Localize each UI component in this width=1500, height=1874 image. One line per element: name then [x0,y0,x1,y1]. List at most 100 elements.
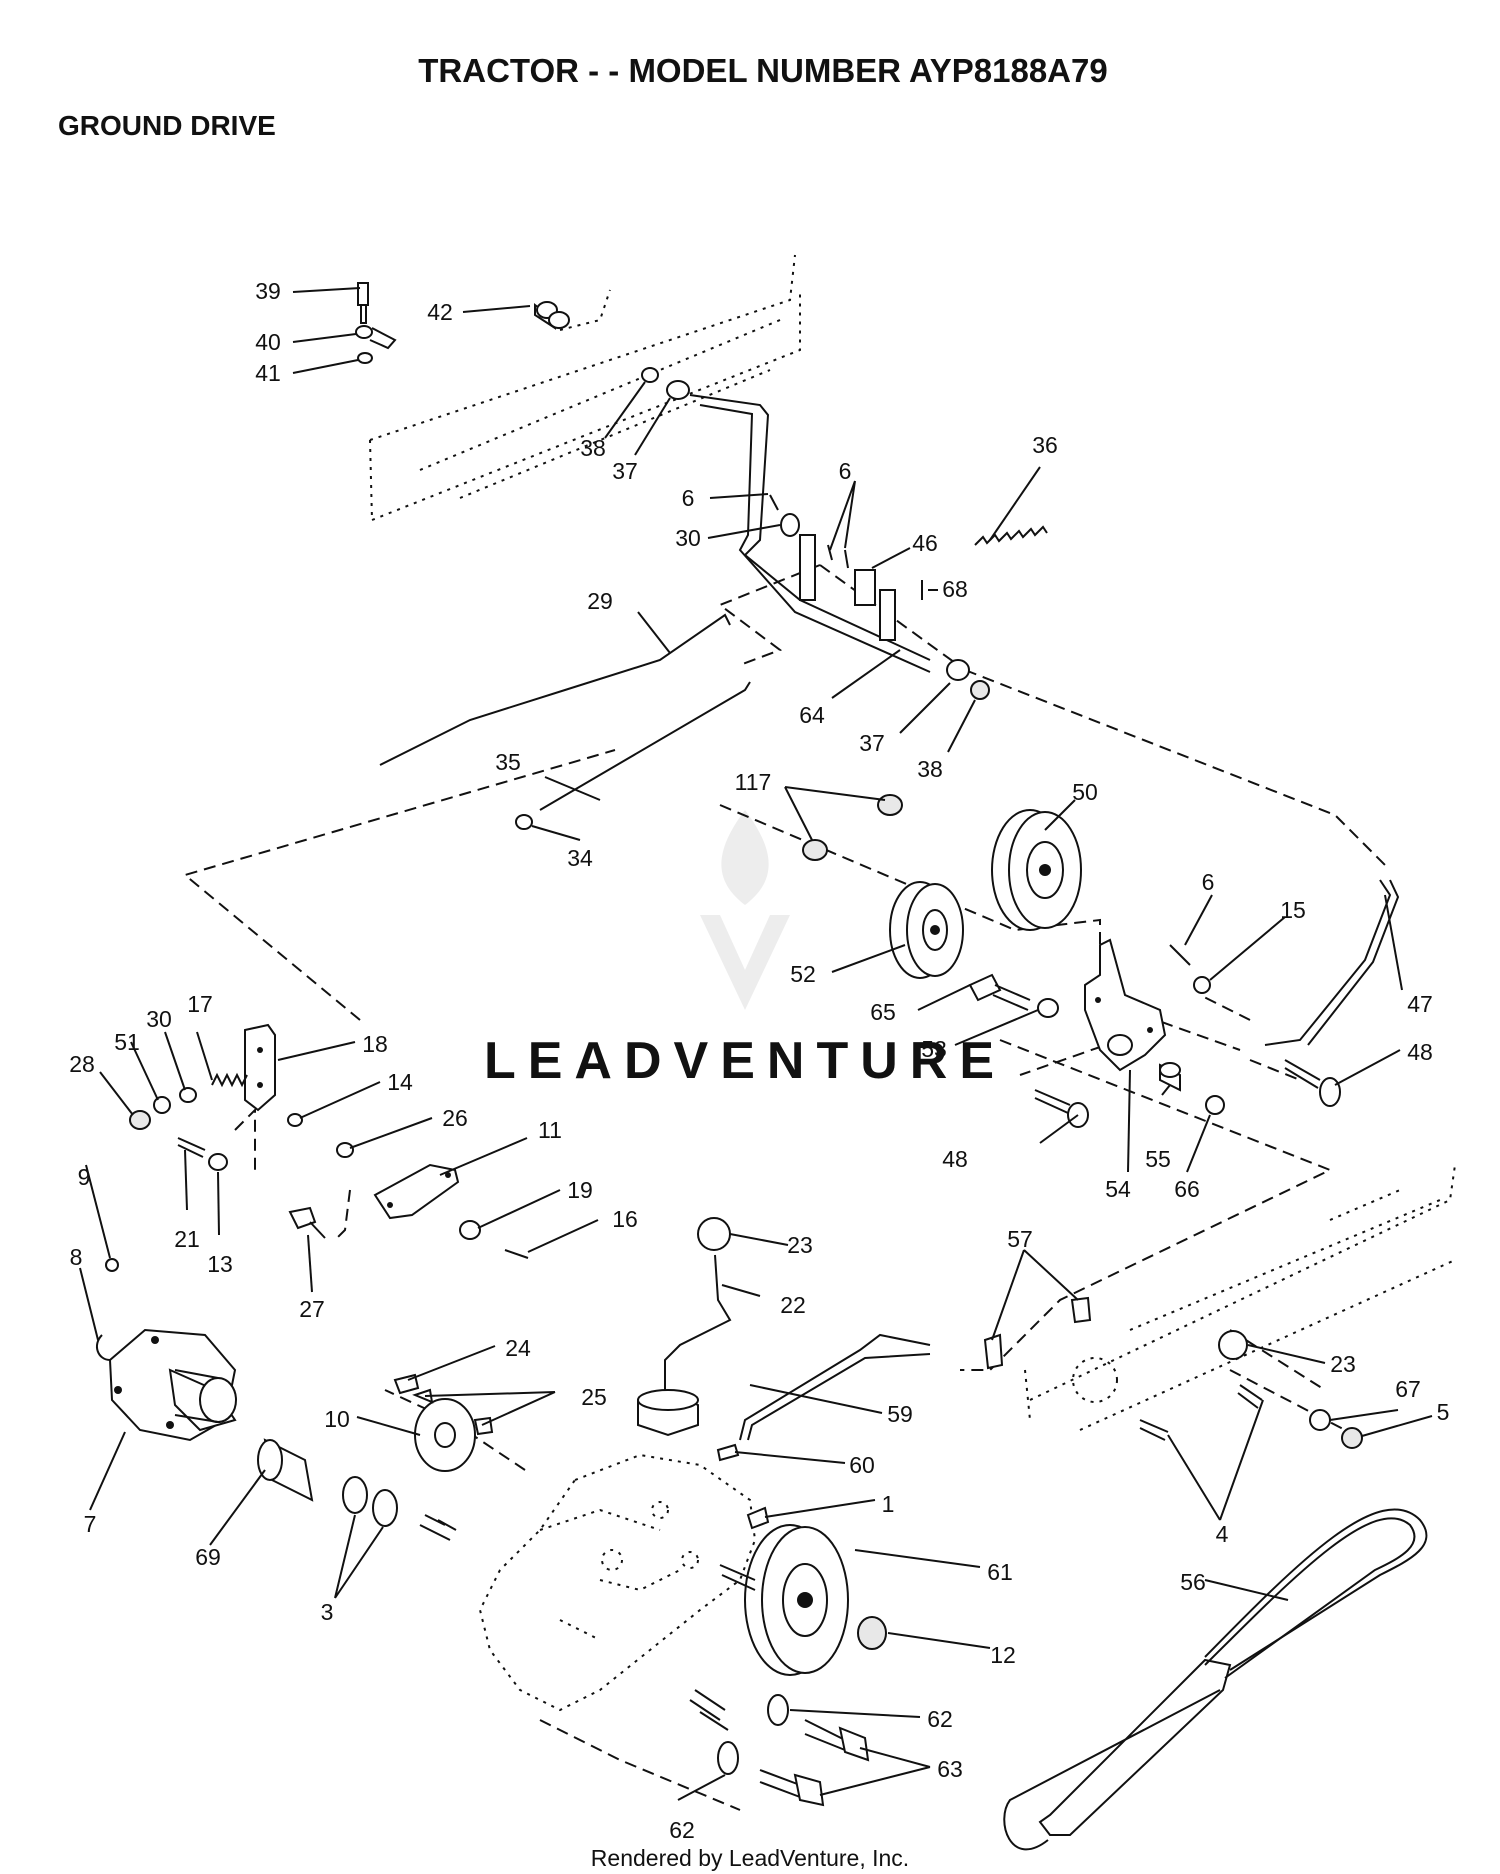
callout-22: 22 [780,1292,806,1318]
callout-4: 4 [1216,1521,1229,1547]
bracket-part-40 [355,325,397,350]
section-title: GROUND DRIVE [58,110,276,141]
pulley-part-50 [991,809,1082,931]
rod-part-47 [1264,879,1392,1046]
callout-29: 29 [587,588,613,614]
callout-60: 60 [849,1452,875,1478]
washer-part-41 [357,352,373,364]
frame-rail-top [369,254,801,521]
callout-63: 63 [937,1756,963,1782]
washer-part-37-top [666,380,690,400]
nut-part-38-lower [970,680,990,700]
washer-part-53 [1037,998,1059,1018]
bracket-part-46 [799,534,896,641]
spring-part-17 [211,1072,248,1088]
frame-rail-right [1024,1164,1456,1431]
key-part-24 [393,1373,420,1395]
callout-51: 51 [114,1029,140,1055]
callout-6-c: 6 [1202,869,1215,895]
bolt-part-27 [288,1206,326,1239]
ring-part-8 [95,1334,111,1361]
pin-part-6a [769,494,779,511]
callout-18: 18 [362,1031,388,1057]
callout-61: 61 [987,1559,1013,1585]
callout-67: 67 [1395,1376,1421,1402]
callout-6-b: 6 [839,458,852,484]
bolt-part-21 [177,1137,206,1158]
callout-11: 11 [538,1117,562,1143]
callout-5: 5 [1437,1399,1450,1425]
washer-part-38-top [641,367,659,383]
pin-part-6b [827,544,833,561]
callout-41: 41 [255,360,281,386]
bolt-part-65 [968,973,1031,1011]
washer-part-15 [1193,976,1211,994]
washer-part-67 [1309,1409,1331,1431]
callout-55: 55 [1145,1146,1171,1172]
callout-66: 66 [1174,1176,1200,1202]
callout-labels: 39 40 41 42 38 37 6 6 30 36 46 68 29 64 … [69,278,1449,1843]
callout-3: 3 [321,1599,334,1625]
idler-bracket-54 [1084,938,1167,1072]
callout-35: 35 [495,749,521,775]
callout-9: 9 [78,1164,91,1190]
callout-23-b: 23 [1330,1351,1356,1377]
axle-spline [419,1514,457,1541]
pulley-part-52 [889,881,964,979]
bolt-part-48-right [1284,1059,1341,1107]
callout-68: 68 [942,576,968,602]
callout-37: 37 [612,458,638,484]
callout-38-b: 38 [917,756,943,782]
callout-30: 30 [675,525,701,551]
watermark-text: LEADVENTURE [484,1032,1006,1090]
clip-part-26 [336,1142,354,1158]
page-title: TRACTOR - - MODEL NUMBER AYP8188A79 [418,52,1107,89]
callout-8: 8 [70,1244,83,1270]
callout-13: 13 [207,1251,233,1277]
washer-part-13 [208,1153,228,1171]
watermark-logo [700,810,790,1010]
knob-part-23-top [697,1217,731,1251]
bolt-part-4b [1139,1419,1169,1441]
callout-7: 7 [84,1511,97,1537]
callout-40: 40 [255,329,281,355]
callout-59: 59 [887,1401,913,1427]
callout-23: 23 [787,1232,813,1258]
ring-part-14 [287,1113,303,1127]
washer-part-3a [342,1476,368,1514]
bolt-part-39 [357,282,369,324]
callout-28: 28 [69,1051,95,1077]
sleeve-part-69 [257,1438,314,1502]
bolt-part-4a [1237,1384,1263,1409]
washer-part-30-top [780,513,800,537]
callout-16: 16 [612,1206,638,1232]
clip-part-60 [716,1443,740,1462]
bolt-part-63a [804,1719,870,1762]
washer-part-62-lower [717,1741,739,1775]
callout-21: 21 [174,1226,200,1252]
callout-14: 14 [387,1069,413,1095]
nut-part-28 [129,1110,151,1130]
knob-part-23-right [1218,1330,1248,1360]
callout-37-b: 37 [859,730,885,756]
lower-spline [689,1689,729,1731]
leader-lines [79,287,1433,1801]
callout-17: 17 [187,991,213,1017]
bolt-part-16 [504,1249,529,1259]
rod-part-47b [1307,879,1400,1046]
washer-part-3b [372,1489,398,1527]
callout-27: 27 [299,1296,325,1322]
callout-1: 1 [882,1491,895,1517]
rod-part-29 [379,613,731,766]
callout-50: 50 [1072,779,1098,805]
callout-57: 57 [1007,1226,1033,1252]
bushing-part-42 [534,301,570,330]
callout-38: 38 [580,435,606,461]
lever-part-11 [373,1163,460,1220]
callout-53: 53 [921,1036,947,1062]
nut-part-117a [877,794,903,816]
washer-part-66 [1205,1095,1225,1115]
callout-24: 24 [505,1335,531,1361]
key-part-25b [473,1416,494,1436]
